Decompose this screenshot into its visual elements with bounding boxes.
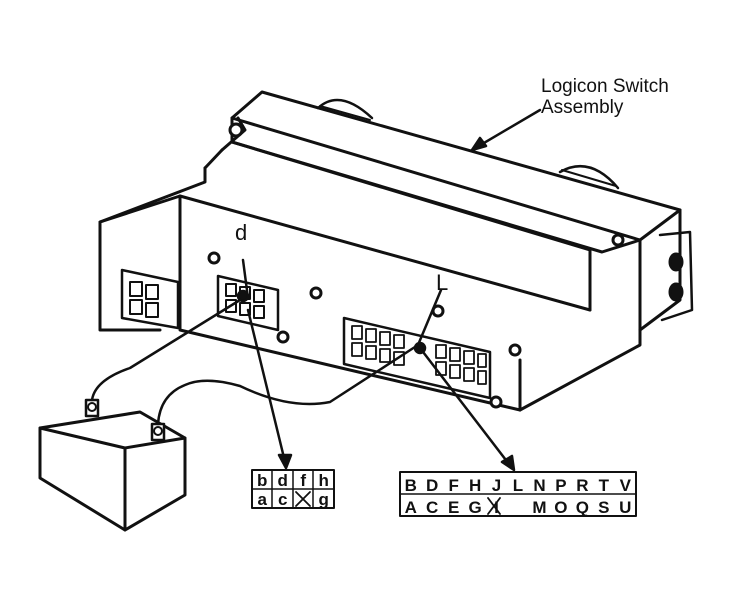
large-pin-top-7: P: [555, 476, 566, 495]
large-pin-top-8: R: [576, 476, 588, 495]
large-pin-bottom-10: U: [619, 498, 631, 517]
large-pin-top-10: V: [620, 476, 632, 495]
large-connector-callout: L: [436, 270, 448, 295]
large-pin-bottom-8: Q: [576, 498, 589, 517]
small-pin-top-0: b: [257, 471, 267, 490]
large-pin-top-9: T: [599, 476, 610, 495]
empty-cavity-x-icon: [295, 491, 311, 507]
large-pin-bottom-2: E: [448, 498, 459, 517]
logicon-switch-assembly: [98, 90, 694, 412]
large-pin-top-4: J: [492, 476, 501, 495]
large-pin-bottom-9: S: [598, 498, 609, 517]
small-pin-bottom-0: a: [258, 490, 268, 509]
large-connector-pinout: [399, 471, 637, 517]
small-connector-callout: d: [235, 220, 247, 245]
small-connector-pinout: [251, 469, 335, 509]
small-pin-top-3: h: [319, 471, 329, 490]
large-pin-top-2: F: [448, 476, 458, 495]
large-pin-bottom-1: C: [426, 498, 438, 517]
small-pin-top-2: f: [300, 471, 306, 490]
large-pin-bottom-4: I: [494, 498, 499, 517]
large-pin-top-6: N: [533, 476, 545, 495]
callout-arrows: [236, 108, 542, 472]
large-pin-bottom-6: M: [532, 498, 546, 517]
test-leads: [90, 258, 443, 426]
large-pin-bottom-0: A: [405, 498, 417, 517]
large-pin-bottom-3: G: [468, 498, 481, 517]
assembly-label-line1: Logicon Switch: [541, 76, 669, 97]
assembly-label-line2: Assembly: [541, 97, 624, 118]
battery: [38, 398, 187, 532]
small-pin-bottom-1: c: [278, 490, 287, 509]
large-pin-top-0: B: [405, 476, 417, 495]
empty-cavity-x-icon: [487, 497, 501, 515]
large-pin-top-3: H: [469, 476, 481, 495]
large-pin-top-5: L: [513, 476, 523, 495]
small-pin-bottom-3: g: [319, 490, 329, 509]
small-pin-top-1: d: [278, 471, 288, 490]
large-pin-top-1: D: [426, 476, 438, 495]
large-pin-bottom-7: O: [554, 498, 567, 517]
